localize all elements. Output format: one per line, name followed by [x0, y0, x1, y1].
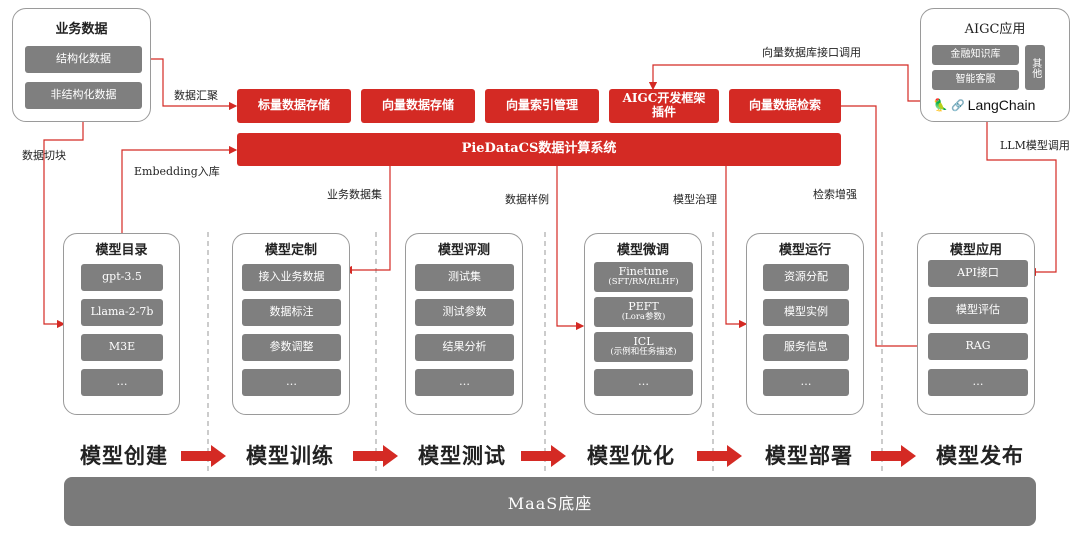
module-item[interactable]: …: [928, 369, 1028, 396]
module-item[interactable]: gpt-3.5: [81, 264, 163, 291]
business-data-title: 业务数据: [55, 22, 108, 37]
stage-arrow-icon: [353, 445, 398, 467]
module-item[interactable]: 接入业务数据: [242, 264, 341, 291]
model-application-card: 模型应用 API接口 模型评估 RAG …: [917, 233, 1035, 415]
module-title: 模型目录: [95, 243, 148, 258]
retrieval-augment-label: 检索增强: [813, 188, 857, 201]
data-chunking-line: [43, 114, 84, 329]
module-item[interactable]: M3E: [81, 334, 163, 361]
parrot-icon: 🦜: [933, 98, 948, 112]
vector-retrieval-box[interactable]: 向量数据检索: [729, 89, 841, 123]
vector-api-label: 向量数据库接口调用: [762, 46, 861, 59]
vector-storage-box[interactable]: 向量数据存储: [361, 89, 475, 123]
model-governance-line: [725, 166, 748, 329]
model-governance-label: 模型治理: [673, 193, 717, 206]
module-item[interactable]: 结果分析: [415, 334, 514, 361]
business-data-card: 业务数据 结构化数据 非结构化数据: [12, 8, 151, 122]
business-dataset-line: [343, 166, 391, 275]
unstructured-data-button[interactable]: 非结构化数据: [25, 82, 142, 109]
module-item[interactable]: Llama-2-7b: [81, 299, 163, 326]
module-item[interactable]: 服务信息: [763, 334, 849, 361]
model-finetune-card: 模型微调 Finetune (SFT/RM/RLHF) PEFT (Lora参数…: [584, 233, 702, 415]
item-sub: (示例和任务描述): [610, 347, 677, 358]
module-item[interactable]: 数据标注: [242, 299, 341, 326]
module-item[interactable]: 参数调整: [242, 334, 341, 361]
stage-create: 模型创建: [80, 443, 168, 468]
link-icon: 🔗: [950, 98, 965, 112]
item-sub: (Lora参数): [621, 312, 666, 323]
langchain-label: LangChain: [967, 97, 1036, 113]
llm-call-line: [986, 120, 1057, 277]
item-label: PEFT: [628, 299, 659, 313]
maas-base-bar[interactable]: MaaS底座: [64, 477, 1036, 526]
model-run-card: 模型运行 资源分配 模型实例 服务信息 …: [746, 233, 864, 415]
finance-kb-button[interactable]: 金融知识库: [932, 45, 1019, 65]
vector-api-line: [648, 64, 931, 102]
module-item[interactable]: API接口: [928, 260, 1028, 287]
module-title: 模型运行: [778, 243, 831, 258]
embedding-line: [121, 145, 238, 236]
data-chunking-label: 数据切块: [22, 149, 66, 162]
piedatacs-system-bar[interactable]: PieDataCS数据计算系统: [237, 133, 841, 166]
module-item[interactable]: …: [242, 369, 341, 396]
stage-train: 模型训练: [246, 443, 334, 468]
model-catalog-card: 模型目录 gpt-3.5 Llama-2-7b M3E …: [63, 233, 180, 415]
scalar-storage-box[interactable]: 标量数据存储: [237, 89, 351, 123]
icl-item[interactable]: ICL (示例和任务描述): [594, 332, 693, 362]
module-item[interactable]: 模型评估: [928, 297, 1028, 324]
smart-service-button[interactable]: 智能客服: [932, 70, 1019, 90]
finetune-item[interactable]: Finetune (SFT/RM/RLHF): [594, 262, 693, 292]
model-customization-card: 模型定制 接入业务数据 数据标注 参数调整 …: [232, 233, 350, 415]
module-title: 模型定制: [264, 243, 317, 258]
business-dataset-label: 业务数据集: [327, 188, 382, 201]
module-item[interactable]: …: [594, 369, 693, 396]
module-title: 模型微调: [616, 243, 669, 258]
maas-base-label: MaaS底座: [507, 493, 593, 513]
stage-test: 模型测试: [418, 443, 506, 468]
module-item[interactable]: …: [415, 369, 514, 396]
stage-arrow-icon: [521, 445, 566, 467]
item-label: ICL: [633, 334, 654, 348]
langchain-logo[interactable]: 🦜 🔗 LangChain: [933, 95, 1063, 115]
module-title: 模型评测: [437, 243, 490, 258]
data-samples-label: 数据样例: [505, 193, 549, 206]
data-aggregation-line: [141, 58, 238, 111]
retrieval-augment-line: [841, 105, 928, 351]
structured-data-button[interactable]: 结构化数据: [25, 46, 142, 73]
module-item[interactable]: …: [81, 369, 163, 396]
aigc-plugin-box[interactable]: AIGC开发框架插件: [609, 89, 719, 123]
vector-index-box[interactable]: 向量索引管理: [485, 89, 599, 123]
aigc-app-card: AIGC应用 金融知识库 智能客服 其他 🦜 🔗 LangChain: [920, 8, 1070, 122]
data-aggregation-label: 数据汇聚: [174, 89, 218, 102]
model-evaluation-card: 模型评测 测试集 测试参数 结果分析 …: [405, 233, 523, 415]
module-item[interactable]: …: [763, 369, 849, 396]
stage-release: 模型发布: [936, 443, 1024, 468]
peft-item[interactable]: PEFT (Lora参数): [594, 297, 693, 327]
module-item[interactable]: 测试集: [415, 264, 514, 291]
stage-optimize: 模型优化: [587, 443, 675, 468]
stage-deploy: 模型部署: [765, 443, 853, 468]
others-button[interactable]: 其他: [1025, 45, 1045, 90]
llm-call-label: LLM模型调用: [1000, 139, 1070, 152]
embedding-label: Embedding入库: [134, 165, 220, 178]
stage-arrow-icon: [871, 445, 916, 467]
data-samples-line: [556, 166, 585, 331]
module-item[interactable]: RAG: [928, 333, 1028, 360]
item-label: Finetune: [618, 264, 669, 278]
module-item[interactable]: 测试参数: [415, 299, 514, 326]
stage-arrow-icon: [181, 445, 226, 467]
aigc-app-title: AIGC应用: [964, 22, 1026, 37]
module-item[interactable]: 资源分配: [763, 264, 849, 291]
stage-arrow-icon: [697, 445, 742, 467]
module-item[interactable]: 模型实例: [763, 299, 849, 326]
module-title: 模型应用: [949, 243, 1002, 258]
item-sub: (SFT/RM/RLHF): [608, 277, 679, 288]
